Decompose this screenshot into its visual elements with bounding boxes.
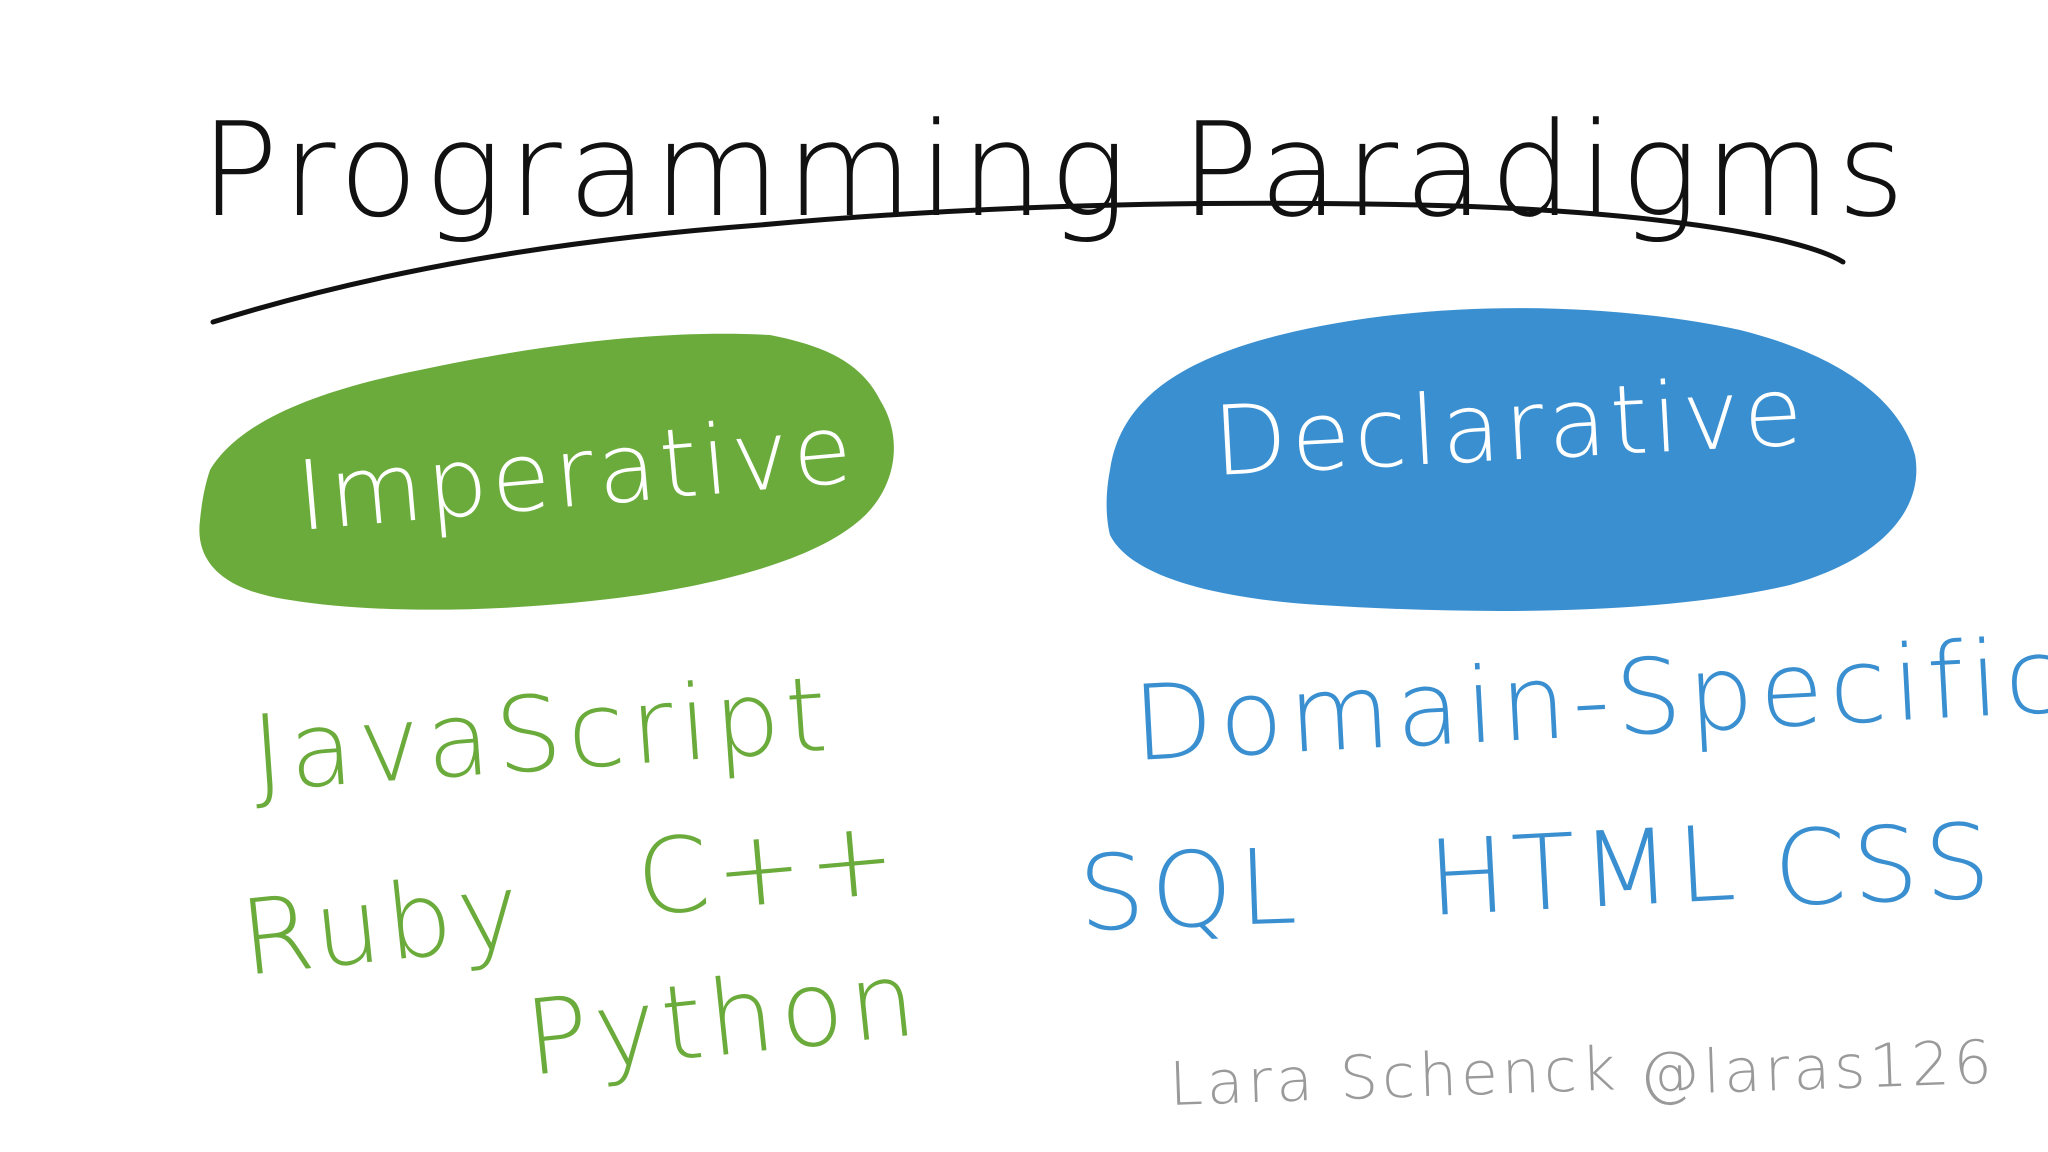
language-javascript: JavaScript xyxy=(248,653,836,815)
language-sql: SQL xyxy=(1077,825,1305,955)
language-html: HTML xyxy=(1425,802,1744,940)
language-cpp: C++ xyxy=(632,795,907,940)
declarative-blob xyxy=(1106,308,1917,611)
title-underline xyxy=(210,200,1846,325)
imperative-blob xyxy=(199,333,894,610)
language-python: Python xyxy=(520,937,927,1100)
credit-handle: @laras126 xyxy=(1638,1028,1997,1110)
language-ruby: Ruby xyxy=(235,849,531,1000)
domain-specific-label: Domain-Specific xyxy=(1130,614,2048,785)
credit-author: Lara Schenck xyxy=(1168,1034,1621,1120)
page-title: Programming Paradigms xyxy=(200,94,1911,246)
language-css: CSS xyxy=(1772,800,1999,930)
